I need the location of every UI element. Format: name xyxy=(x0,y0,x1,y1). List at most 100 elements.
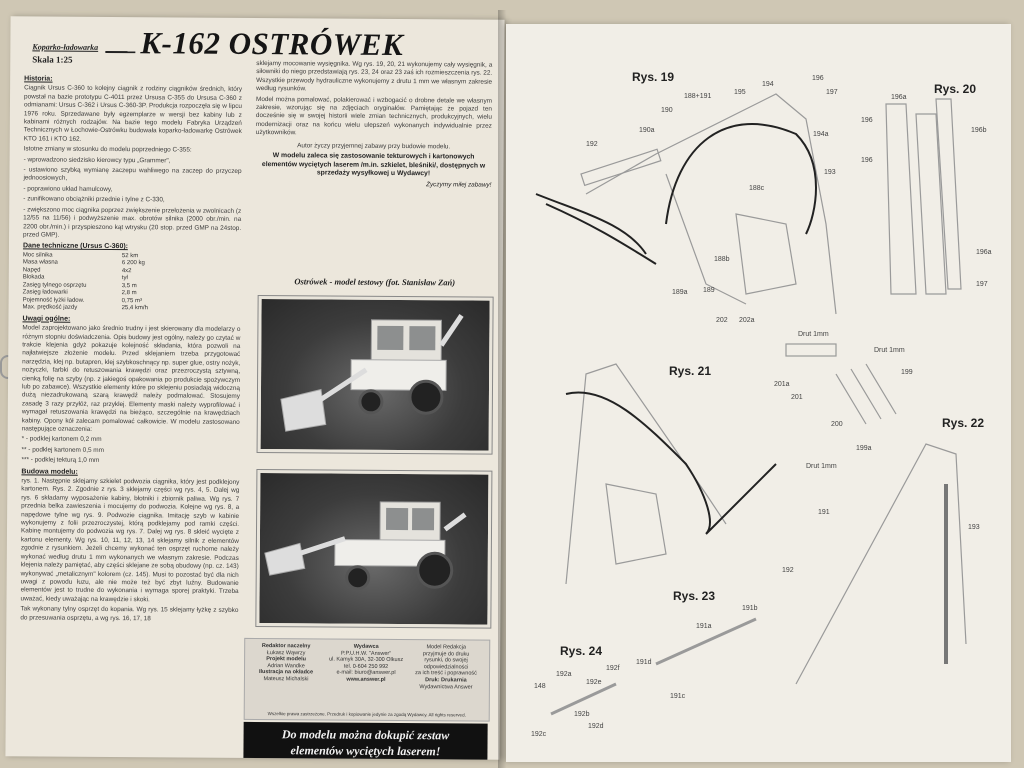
part-number: 191b xyxy=(742,605,758,612)
notes-text: Model zaprojektowano jako średnio trudny… xyxy=(21,324,241,433)
bucket-21 xyxy=(605,483,667,565)
part-number: 192c xyxy=(531,731,547,738)
tech-value: 6 200 kg xyxy=(121,260,145,267)
wire-label: Drut 1mm xyxy=(874,347,905,354)
figure-label-19: Rys. 19 xyxy=(632,70,675,84)
part-number: 197 xyxy=(826,89,838,96)
part-number: 194a xyxy=(813,131,829,138)
hydraulic-wire-21 xyxy=(565,391,777,535)
change-item: - zunifikowano obciążniki przednie i tyl… xyxy=(23,195,165,204)
legend-item: ** - podklej kartonem 0,5 mm xyxy=(21,446,104,454)
part-201 xyxy=(785,343,837,357)
figure-label-21: Rys. 21 xyxy=(669,364,712,378)
part-number: 191 xyxy=(818,509,830,516)
hydraulic-wire-19b xyxy=(665,123,817,235)
part-number: 201a xyxy=(774,381,790,388)
change-item: - poprawiono układ hamulcowy, xyxy=(23,185,113,193)
legend-item: *** - podklej tekturą 1,0 mm xyxy=(21,456,100,465)
part-number: 191c xyxy=(670,693,686,700)
wire-label: Drut 1mm xyxy=(798,331,829,338)
photo-caption: Ostrówek - model testowy (fot. Stanisław… xyxy=(294,276,456,288)
credits-editors: Redaktor naczelny Łukasz Wąwrzy Projekt … xyxy=(247,643,325,683)
boom-arm xyxy=(585,93,837,315)
tech-heading: Dane techniczne (Ursus C-360): xyxy=(22,242,129,251)
part-number: 197 xyxy=(976,281,988,288)
part-number: 195 xyxy=(734,89,746,96)
author-wish: Autor życzy przyjemnej zabawy przy budow… xyxy=(297,141,451,151)
sign-off: Życzymy miłej zabawy! xyxy=(426,180,492,189)
boom-21 xyxy=(565,363,727,585)
credits-footer: Wszelkie prawa zastrzeżone. Przedruk i k… xyxy=(267,710,466,717)
part-number: 192d xyxy=(588,723,604,730)
part-number: 196 xyxy=(861,117,873,124)
part-number: 196a xyxy=(891,94,907,101)
model-type: Koparko-ładowarka xyxy=(32,42,99,52)
part-number: 191a xyxy=(696,623,712,630)
part-number: 200 xyxy=(831,421,843,428)
credit-line: Wydawnictwa Answer xyxy=(419,683,473,691)
part-number: 189a xyxy=(672,289,688,296)
credit-line: ul. Kamyk 30A, 32-300 Olkusz xyxy=(329,656,404,664)
part-number: 202a xyxy=(739,317,755,324)
tech-value: 2,8 m xyxy=(121,290,137,297)
tractor-illustration xyxy=(280,314,464,432)
part-number: 193 xyxy=(968,524,980,531)
figure-label-24: Rys. 24 xyxy=(560,644,603,658)
figure-label-20: Rys. 20 xyxy=(934,82,977,96)
part-number: 196b xyxy=(971,127,987,134)
credit-line: www.answer.pl xyxy=(346,676,386,683)
plate-20c xyxy=(935,98,962,290)
part-199 xyxy=(835,363,897,425)
credits-print: Model Redakcja przyjmuje do druku rysunk… xyxy=(407,644,485,691)
part-number: 199 xyxy=(901,369,913,376)
part-number: 192 xyxy=(782,567,794,574)
build-heading: Budowa modelu: xyxy=(21,467,78,476)
part-number: 194 xyxy=(762,81,774,88)
part-number: 196a xyxy=(976,249,992,256)
part-number: 191d xyxy=(636,659,652,666)
boom-strut xyxy=(665,173,747,305)
history-heading: Historia: xyxy=(24,75,53,83)
boom-22 xyxy=(795,443,967,685)
part-number: 192e xyxy=(586,679,602,686)
part-number: 192a xyxy=(556,671,572,678)
bucket-19 xyxy=(735,213,797,295)
build-text: rys. 1. Następnie sklejamy szkielet podw… xyxy=(20,477,240,603)
changes-intro: Istotne zmiany w stosunku do modelu popr… xyxy=(23,145,192,154)
part-number: 192f xyxy=(606,665,620,672)
tech-label: Max. prędkość jazdy xyxy=(22,304,78,311)
model-photo-side xyxy=(255,469,493,629)
part-number: 201 xyxy=(791,394,803,401)
laser-cut-banner: Do modelu można dokupić zestaw elementów… xyxy=(243,721,488,760)
banner-line: Do modelu można dokupić zestaw xyxy=(281,727,450,743)
painting-text: Model można pomalować, polakierować i wz… xyxy=(255,95,493,137)
legend-item: * - podklej kartonem 0,2 mm xyxy=(21,435,102,444)
laser-note: W modelu zaleca się zastosowanie tekturo… xyxy=(261,152,486,178)
notes-heading: Uwagi ogólne: xyxy=(22,315,71,323)
hydraulic-wire-19 xyxy=(535,193,657,265)
tractor-illustration xyxy=(264,501,467,591)
part-number: 196 xyxy=(861,157,873,164)
right-page: Rys. 19 Rys. 20 Rys. 21 Rys. 22 Rys. 23 … xyxy=(506,24,1011,762)
cylinder-24 xyxy=(550,682,617,716)
tech-value: 25,4 km/h xyxy=(121,305,148,312)
part-number: 190 xyxy=(661,107,673,114)
wire-label: Drut 1mm xyxy=(806,463,837,470)
part-number: 188b xyxy=(714,256,730,263)
part-number: 189 xyxy=(703,287,715,294)
figure-label-23: Rys. 23 xyxy=(673,589,716,603)
model-scale: Skala 1:25 xyxy=(32,54,73,65)
left-page: Koparko-ładowarka Skala 1:25 K-162 OSTRÓ… xyxy=(5,16,505,760)
credits-box: Redaktor naczelny Łukasz Wąwrzy Projekt … xyxy=(243,637,491,722)
part-number: 202 xyxy=(716,317,728,324)
figure-label-22: Rys. 22 xyxy=(942,416,985,430)
model-photo-front xyxy=(256,295,494,455)
plate-20b xyxy=(915,113,947,295)
build-tail: Tak wykonany tylny osprzęt do kopania. W… xyxy=(20,605,239,622)
cylinder-23 xyxy=(655,617,757,666)
history-text: Ciągnik Ursus C-360 to kolejny ciągnik z… xyxy=(23,84,243,143)
credits-publisher: Wydawca P.P.U.H.W. "Answer" ul. Kamyk 30… xyxy=(327,644,405,684)
plate-20a xyxy=(885,103,917,295)
change-item: - zwiększono moc ciągnika poprzez zwięks… xyxy=(23,206,242,239)
build-continued: sklejamy mocowanie wysięgnika. Wg rys. 1… xyxy=(256,60,493,93)
